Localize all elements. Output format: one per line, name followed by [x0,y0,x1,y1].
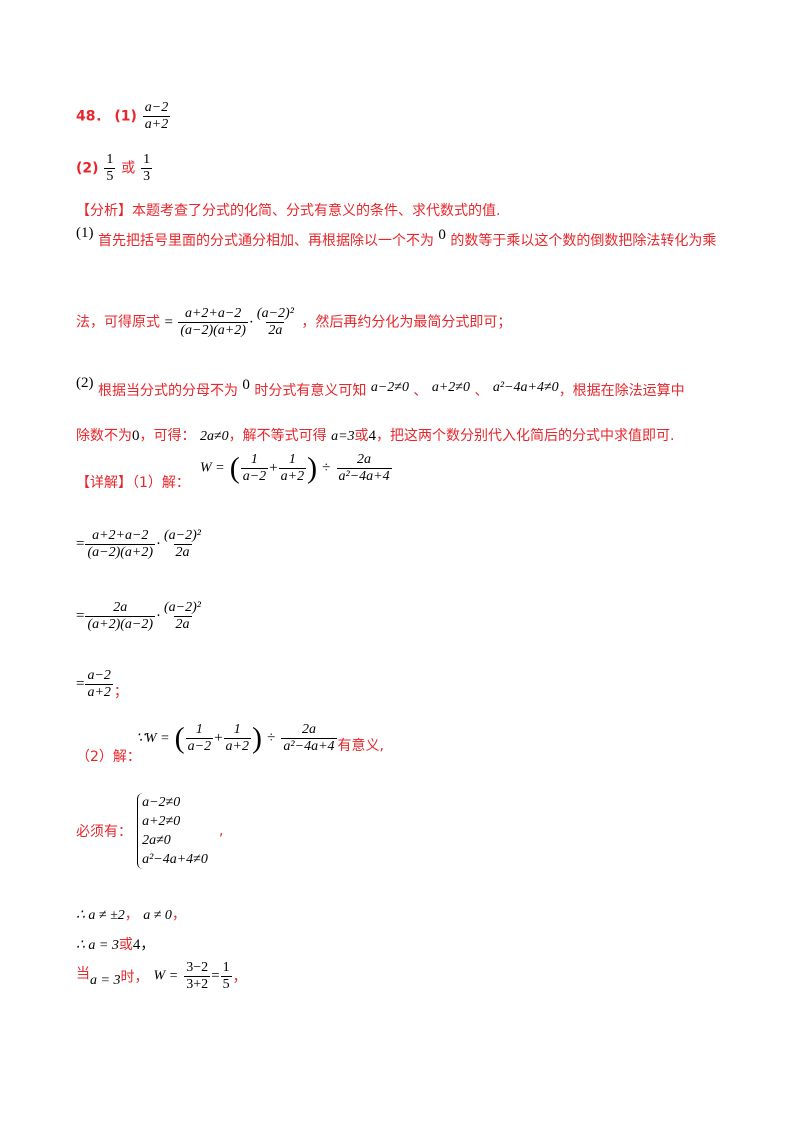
answer-fraction-1: a−2 a+2 [142,100,171,132]
therefore-line-2: ∴ a = 3或4， [76,934,154,954]
p2-line2-zero: 0 [132,428,140,444]
system-comma: , [218,823,224,839]
p2-line2-or: 或 [354,428,369,444]
therefore-2a: ∴ a = 3 [76,938,119,953]
part2-label: (2) [76,160,99,177]
therefore-2-or: 或 [118,937,133,953]
p1-label: (1) [76,225,94,241]
p2-zero: 0 [242,377,250,393]
answer-fraction-1-5: 1 5 [104,152,116,184]
step2-frac-1: 2a(a+2)(a−2) [85,600,156,632]
therefore-2-end: ， [140,937,155,953]
p1-line2-a: 法，可得原式 [76,314,160,331]
p2-sep-2: 、 [474,383,489,399]
system-row: a+2≠0 [142,814,181,829]
p2-sep-1: 、 [413,383,428,399]
p2-cond-2: a+2≠0 [431,380,470,395]
therefore-1-end: ， [171,907,186,923]
system-row: a−2≠0 [142,795,181,810]
divide-sign: ÷ [322,460,331,476]
W-eq: W = [153,968,179,984]
p2-text-a: 根据当分式的分母不为 [97,383,238,399]
p1-text-a: 首先把括号里面的分式通分相加、再根据除以一个不为 [97,233,434,249]
must-have-label: 必须有： [76,824,132,840]
p2-line2-four: 4 [368,428,377,444]
p2-line2-cond: 2a≠0 [199,429,229,444]
p2-line2-a: 除数不为 [76,428,132,444]
detail-system: 必须有： a−2≠0 a+2≠0 2a≠0 a²−4a+4≠0 , [76,793,223,869]
p2-cond-1: a−2≠0 [370,380,409,395]
analysis-p1-line2: 法，可得原式 = a+2+a−2 (a−2)(a+2) · (a−2)² 2a … [76,306,512,338]
answer-fraction-1-3: 1 3 [141,152,153,184]
step3-end: ； [113,684,128,700]
therefore-line-1: ∴ a ≠ ±2， a ≠ 0， [76,904,186,924]
answer-line-1: 48． (1) a−2 a+2 [76,100,171,133]
therefore-1-sep: ， [124,907,139,923]
p2-divide-sign: ÷ [267,730,276,746]
detail-title: 【详解】（1）解： [76,475,190,491]
p2-line2-c: ，解不等式可得 [228,428,327,444]
step1-frac-1: a+2+a−2(a−2)(a+2) [85,528,156,560]
analysis-title: 【分析】本题考查了分式的化简、分式有意义的条件、求代数式的值. [76,203,501,219]
answer-line-2: (2) 1 5 或 1 3 [76,152,153,185]
system-row: a²−4a+4≠0 [142,852,208,867]
meaningful-text: 有意义, [337,738,384,754]
when-time: 时， [120,969,149,986]
when-label: 当 [76,965,90,982]
therefore-1b: a ≠ 0 [143,908,172,923]
p1-fraction-1: a+2+a−2 (a−2)(a+2) [178,306,248,338]
part1-label: (1) [114,108,137,125]
inequality-system: a−2≠0 a+2≠0 2a≠0 a²−4a+4≠0 [137,793,208,869]
therefore-2b: 4 [132,937,141,953]
analysis-p1-line1: (1) 首先把括号里面的分式通分相加、再根据除以一个不为 0 的数等于乘以这个数… [76,225,717,250]
analysis-p2-line1: (2) 根据当分式的分母不为 0 时分式有意义可知 a−2≠0 、 a+2≠0 … [76,375,685,400]
analysis-p2-line2: 除数不为0，可得： 2a≠0，解不等式可得 a=3或4，把这两个数分别代入化简后… [76,425,675,445]
because-W: ∵W = [136,731,170,746]
system-row: 2a≠0 [142,833,171,848]
p2-label: (2) [76,375,94,391]
question-number: 48． [76,108,110,125]
p1-text-b: 的数等于乘以这个数的倒数把除法转化为乘 [450,233,717,249]
p1-zero: 0 [438,227,446,243]
p2-cond-3: a²−4a+4≠0 [492,380,559,395]
when-cond: a = 3 [90,972,121,988]
p2-line2-sol: a=3 [331,429,355,444]
W-lhs: W = [200,460,225,476]
p2-text-c: ，根据在除法运算中 [558,383,685,399]
p2-line2-b: ，可得： [139,428,196,444]
p2-line2-d: ，把这两个数分别代入化简后的分式中求值即可. [376,428,675,444]
detail-part2-title: （2）解： [76,749,141,765]
or-text: 或 [121,160,136,177]
p2-text-b: 时分式有意义可知 [254,383,367,399]
p1-fraction-2: (a−2)² 2a [256,306,294,338]
p1-line2-b: ，然后再约分化为最简分式即可； [301,314,512,331]
calc-end: ， [232,969,247,986]
therefore-1a: ∴ a ≠ ±2 [76,908,125,923]
